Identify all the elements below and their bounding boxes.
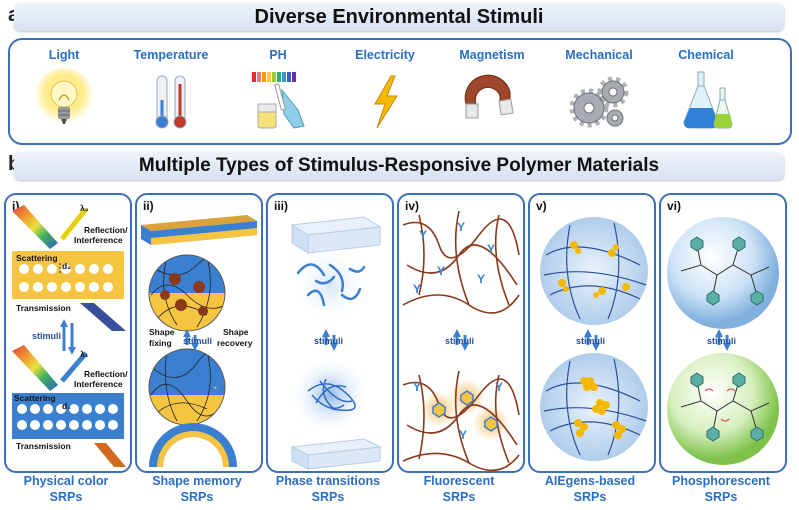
svg-text:Y: Y bbox=[495, 380, 503, 394]
panel-fluorescent: iv) Y Y Y Y Y Y Y Y Y stimuli bbox=[397, 193, 525, 473]
transmission-label-2: Transmission bbox=[16, 441, 71, 451]
caption-line-1: AIEgens-based bbox=[544, 474, 636, 488]
reflection-label-2: Reflection/ bbox=[84, 369, 128, 379]
stimuli-label: stimuli bbox=[183, 336, 213, 346]
d2-label: d₂ bbox=[62, 261, 71, 271]
panel-physical-color: i) λ₂ Reflection/ Inter bbox=[4, 193, 132, 473]
lightning-icon bbox=[374, 75, 398, 129]
svg-text:Y: Y bbox=[419, 228, 427, 242]
aiegens-diagram bbox=[540, 217, 648, 461]
stimulus-label: Temperature bbox=[133, 48, 209, 62]
stimulus-ph: PH bbox=[228, 40, 328, 140]
panel-aiegens-based: v) stimuli bbox=[528, 193, 656, 473]
interference-label-2: Interference bbox=[74, 379, 123, 389]
reflection-label: Reflection/ bbox=[84, 225, 128, 235]
shape-recovery-label-1: Shape bbox=[223, 327, 249, 337]
panel-number: i) bbox=[12, 199, 20, 213]
caption-line-2: SRPs bbox=[704, 490, 738, 504]
shape-recovery-label-2: recovery bbox=[217, 338, 253, 348]
panel-number: ii) bbox=[143, 199, 154, 213]
caption-line-1: Physical color bbox=[23, 474, 109, 488]
caption-line-1: Phosphorescent bbox=[672, 474, 770, 488]
section-b-title: Multiple Types of Stimulus-Responsive Po… bbox=[14, 152, 784, 180]
caption-line-2: SRPs bbox=[311, 490, 345, 504]
flask-icon bbox=[683, 71, 733, 129]
stimulus-light: Light bbox=[14, 40, 114, 140]
photonic-crystal-diagram bbox=[12, 205, 126, 467]
section-a-title: Diverse Environmental Stimuli bbox=[14, 3, 784, 31]
stimulus-temperature: Temperature bbox=[121, 40, 221, 140]
caption-line-2: SRPs bbox=[49, 490, 83, 504]
svg-text:Y: Y bbox=[487, 242, 495, 256]
stimulus-label: Electricity bbox=[355, 48, 415, 62]
shape-memory-diagram bbox=[141, 215, 257, 467]
svg-text:Y: Y bbox=[437, 264, 445, 278]
svg-text:Y: Y bbox=[459, 428, 467, 442]
stimuli-label: stimuli bbox=[707, 336, 737, 346]
svg-text:Y: Y bbox=[413, 282, 421, 296]
stimulus-label: Mechanical bbox=[565, 48, 633, 62]
stimulus-magnetism: Magnetism bbox=[442, 40, 542, 140]
shape-fixing-label-1: Shape bbox=[149, 327, 175, 337]
light-bulb-icon bbox=[36, 68, 92, 124]
section-a-letter: a bbox=[8, 4, 19, 27]
caption-line-1: Shape memory bbox=[152, 474, 242, 488]
ph-test-icon bbox=[252, 72, 305, 129]
scattering-label-2: Scattering bbox=[14, 393, 56, 403]
d1-label: d₁ bbox=[62, 401, 71, 411]
panel-number: vi) bbox=[667, 199, 682, 213]
stimulus-chemical: Chemical bbox=[656, 40, 756, 140]
phosphorescent-diagram bbox=[667, 217, 779, 465]
caption-line-1: Fluorescent bbox=[423, 474, 495, 488]
stimuli-label: stimuli bbox=[32, 331, 62, 341]
stimulus-label: PH bbox=[269, 48, 287, 62]
stimuli-label: stimuli bbox=[445, 336, 475, 346]
shape-fixing-label-2: fixing bbox=[149, 338, 172, 348]
stimulus-mechanical: Mechanical bbox=[549, 40, 649, 140]
panel-phosphorescent: vi) stimuli bbox=[659, 193, 787, 473]
transmission-label: Transmission bbox=[16, 303, 71, 313]
stimuli-label: stimuli bbox=[576, 336, 606, 346]
interference-label: Interference bbox=[74, 235, 123, 245]
scattering-label: Scattering bbox=[16, 253, 58, 263]
svg-text:Y: Y bbox=[477, 272, 485, 286]
panel-shape-memory: ii) stim bbox=[135, 193, 263, 473]
stimuli-panel: Light Temperature PH bbox=[8, 38, 792, 145]
stimulus-label: Magnetism bbox=[459, 48, 525, 62]
svg-text:Y: Y bbox=[457, 220, 465, 234]
gears-icon bbox=[569, 76, 629, 128]
lambda1-label: λ₁ bbox=[80, 349, 89, 359]
panel-number: iv) bbox=[405, 199, 420, 213]
thermometer-icon bbox=[155, 75, 187, 129]
lambda2-label: λ₂ bbox=[80, 203, 89, 213]
caption-line-2: SRPs bbox=[573, 490, 607, 504]
stimuli-label: stimuli bbox=[314, 336, 344, 346]
stimulus-electricity: Electricity bbox=[335, 40, 435, 140]
fluorescent-network-diagram: Y Y Y Y Y Y Y Y Y bbox=[402, 210, 520, 471]
magnet-icon bbox=[464, 74, 514, 119]
svg-text:Y: Y bbox=[413, 380, 421, 394]
panel-phase-transitions: iii) stimuli bbox=[266, 193, 394, 473]
stimulus-label: Light bbox=[48, 48, 80, 62]
caption-line-2: SRPs bbox=[442, 490, 476, 504]
stimulus-label: Chemical bbox=[678, 48, 734, 62]
caption-line-1: Phase transitions bbox=[275, 474, 381, 488]
phase-transition-diagram bbox=[290, 216, 382, 470]
panel-number: iii) bbox=[274, 199, 288, 213]
panel-number: v) bbox=[536, 199, 547, 213]
caption-line-2: SRPs bbox=[180, 490, 214, 504]
